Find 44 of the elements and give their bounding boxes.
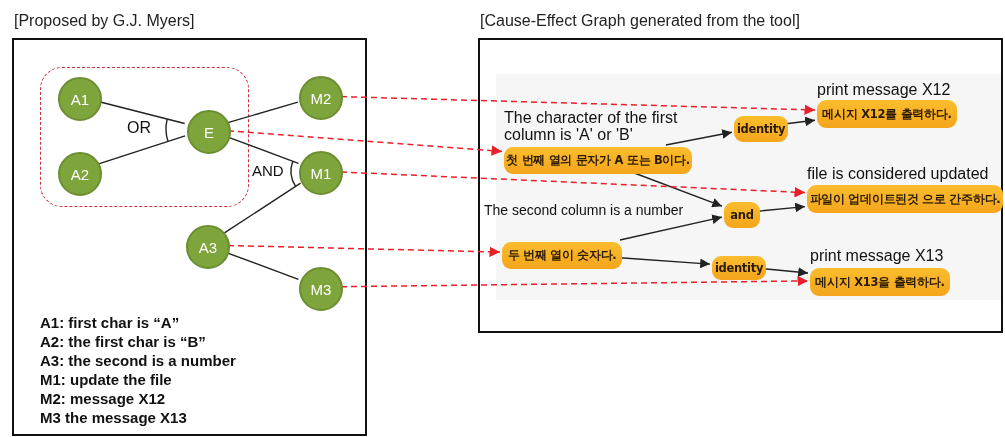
caption-text: print message X12 (817, 81, 951, 98)
arrow (665, 129, 733, 146)
caption-text: The second column is a number (484, 202, 684, 219)
process-box: 메시지 X12를 출력하다. (817, 100, 957, 128)
panel-title: [Proposed by G.J. Myers] (14, 12, 195, 30)
node-circle: A1 (58, 77, 102, 121)
connector-line (223, 182, 302, 234)
arrow (763, 267, 809, 277)
dashed-arrow (340, 95, 816, 115)
operator-box: identity (734, 116, 788, 142)
definition-text: M2: message X12 (40, 390, 166, 407)
node-circle: E (187, 110, 231, 154)
node-circle: M2 (299, 76, 343, 120)
operator-box: and (724, 202, 760, 228)
definition-text: A3: the second is a number (40, 352, 236, 369)
arrow (757, 202, 806, 213)
caption-text: file is considered updated (807, 165, 989, 182)
caption-text: The character of the first column is 'A' or 'B' (504, 109, 679, 143)
operator-box: identity (712, 256, 766, 280)
node-circle: A2 (58, 152, 102, 196)
process-box: 두 번째 열이 숫자다. (502, 242, 622, 269)
definition-text: M1: update the file (40, 371, 172, 388)
arrow (619, 257, 711, 269)
connector-line (97, 135, 186, 165)
process-box: 메시지 X13을 출력하다. (810, 268, 950, 296)
definition-text: A1: first char is “A” (40, 314, 180, 331)
definition-text: A2: the first char is “B” (40, 333, 206, 350)
connector-line (226, 101, 299, 124)
node-circle: A3 (186, 225, 230, 269)
dashed-arrow (340, 171, 806, 198)
arrow (785, 116, 816, 127)
panel-title: [Cause-Effect Graph generated from the tool] (480, 12, 800, 30)
process-box: 첫 번째 열의 문자가 A 또는 B이다. (504, 147, 692, 174)
logic-label: OR (127, 119, 151, 137)
dashed-group-box (40, 67, 249, 207)
dashed-arrow (340, 275, 809, 288)
arrow (619, 214, 723, 241)
dashed-arrow (227, 244, 501, 258)
node-circle: M1 (299, 151, 343, 195)
definition-text: M3 the message X13 (40, 409, 187, 426)
logic-label: AND (252, 162, 284, 179)
caption-text: print message X13 (810, 247, 944, 264)
process-box: 파일이 업데이트된것 으로 간주하다. (807, 185, 1003, 213)
node-circle: M3 (299, 267, 343, 311)
